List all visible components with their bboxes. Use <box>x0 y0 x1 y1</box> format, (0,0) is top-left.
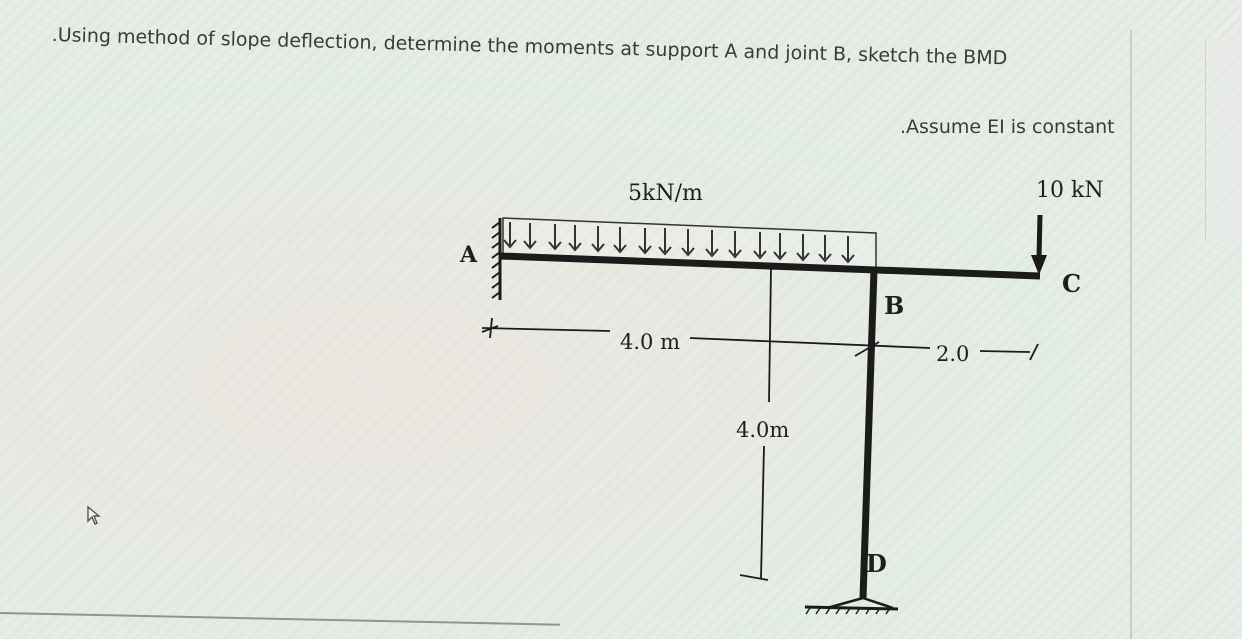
node-label-B: B <box>884 291 904 320</box>
dimension-line-vertical <box>739 267 772 581</box>
dimension-line-horizontal <box>481 317 1039 361</box>
node-label-D: D <box>866 549 887 578</box>
dimension-column-height: 4.0m <box>736 418 789 442</box>
udl-load <box>502 217 877 269</box>
dimension-span-AB: 4.0 m <box>620 330 680 354</box>
page-edge-right <box>1130 30 1132 639</box>
point-load-C <box>1031 214 1047 275</box>
assumption-note: .Assume EI is constant <box>900 116 1115 138</box>
fixed-support-A <box>491 218 502 300</box>
node-label-C: C <box>1062 269 1081 298</box>
dimension-span-BC: 2.0 <box>936 342 969 366</box>
pin-support-D <box>804 596 899 615</box>
column-BD <box>859 269 878 599</box>
beam-ABC <box>499 252 1041 280</box>
node-label-A: A <box>459 242 478 268</box>
side-panel <box>1205 40 1242 240</box>
udl-label: 5kN/m <box>628 181 703 206</box>
point-load-label: 10 kN <box>1036 178 1104 203</box>
mouse-pointer-icon <box>87 505 101 525</box>
